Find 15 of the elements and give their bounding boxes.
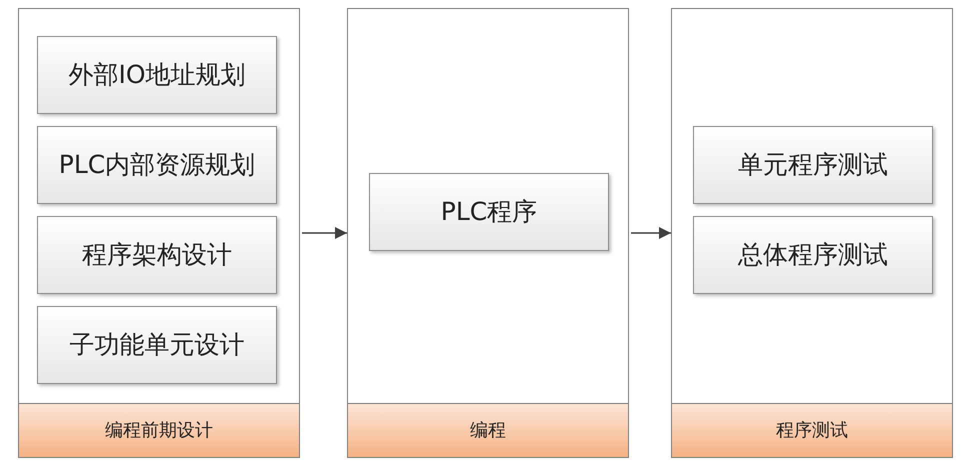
panel-footer: 编程前期设计 [19,403,299,457]
column-panel [18,8,300,458]
process-box: 总体程序测试 [693,216,933,294]
process-box: 程序架构设计 [37,216,277,294]
arrow [631,227,671,239]
process-box: 外部IO地址规划 [37,36,277,114]
panel-footer: 程序测试 [672,403,952,457]
process-box: PLC内部资源规划 [37,126,277,204]
column-panel [347,8,629,458]
panel-footer: 编程 [348,403,628,457]
process-box: 子功能单元设计 [37,306,277,384]
column-panel [671,8,953,458]
process-box: PLC程序 [369,173,609,251]
arrow [302,227,347,239]
process-box: 单元程序测试 [693,126,933,204]
